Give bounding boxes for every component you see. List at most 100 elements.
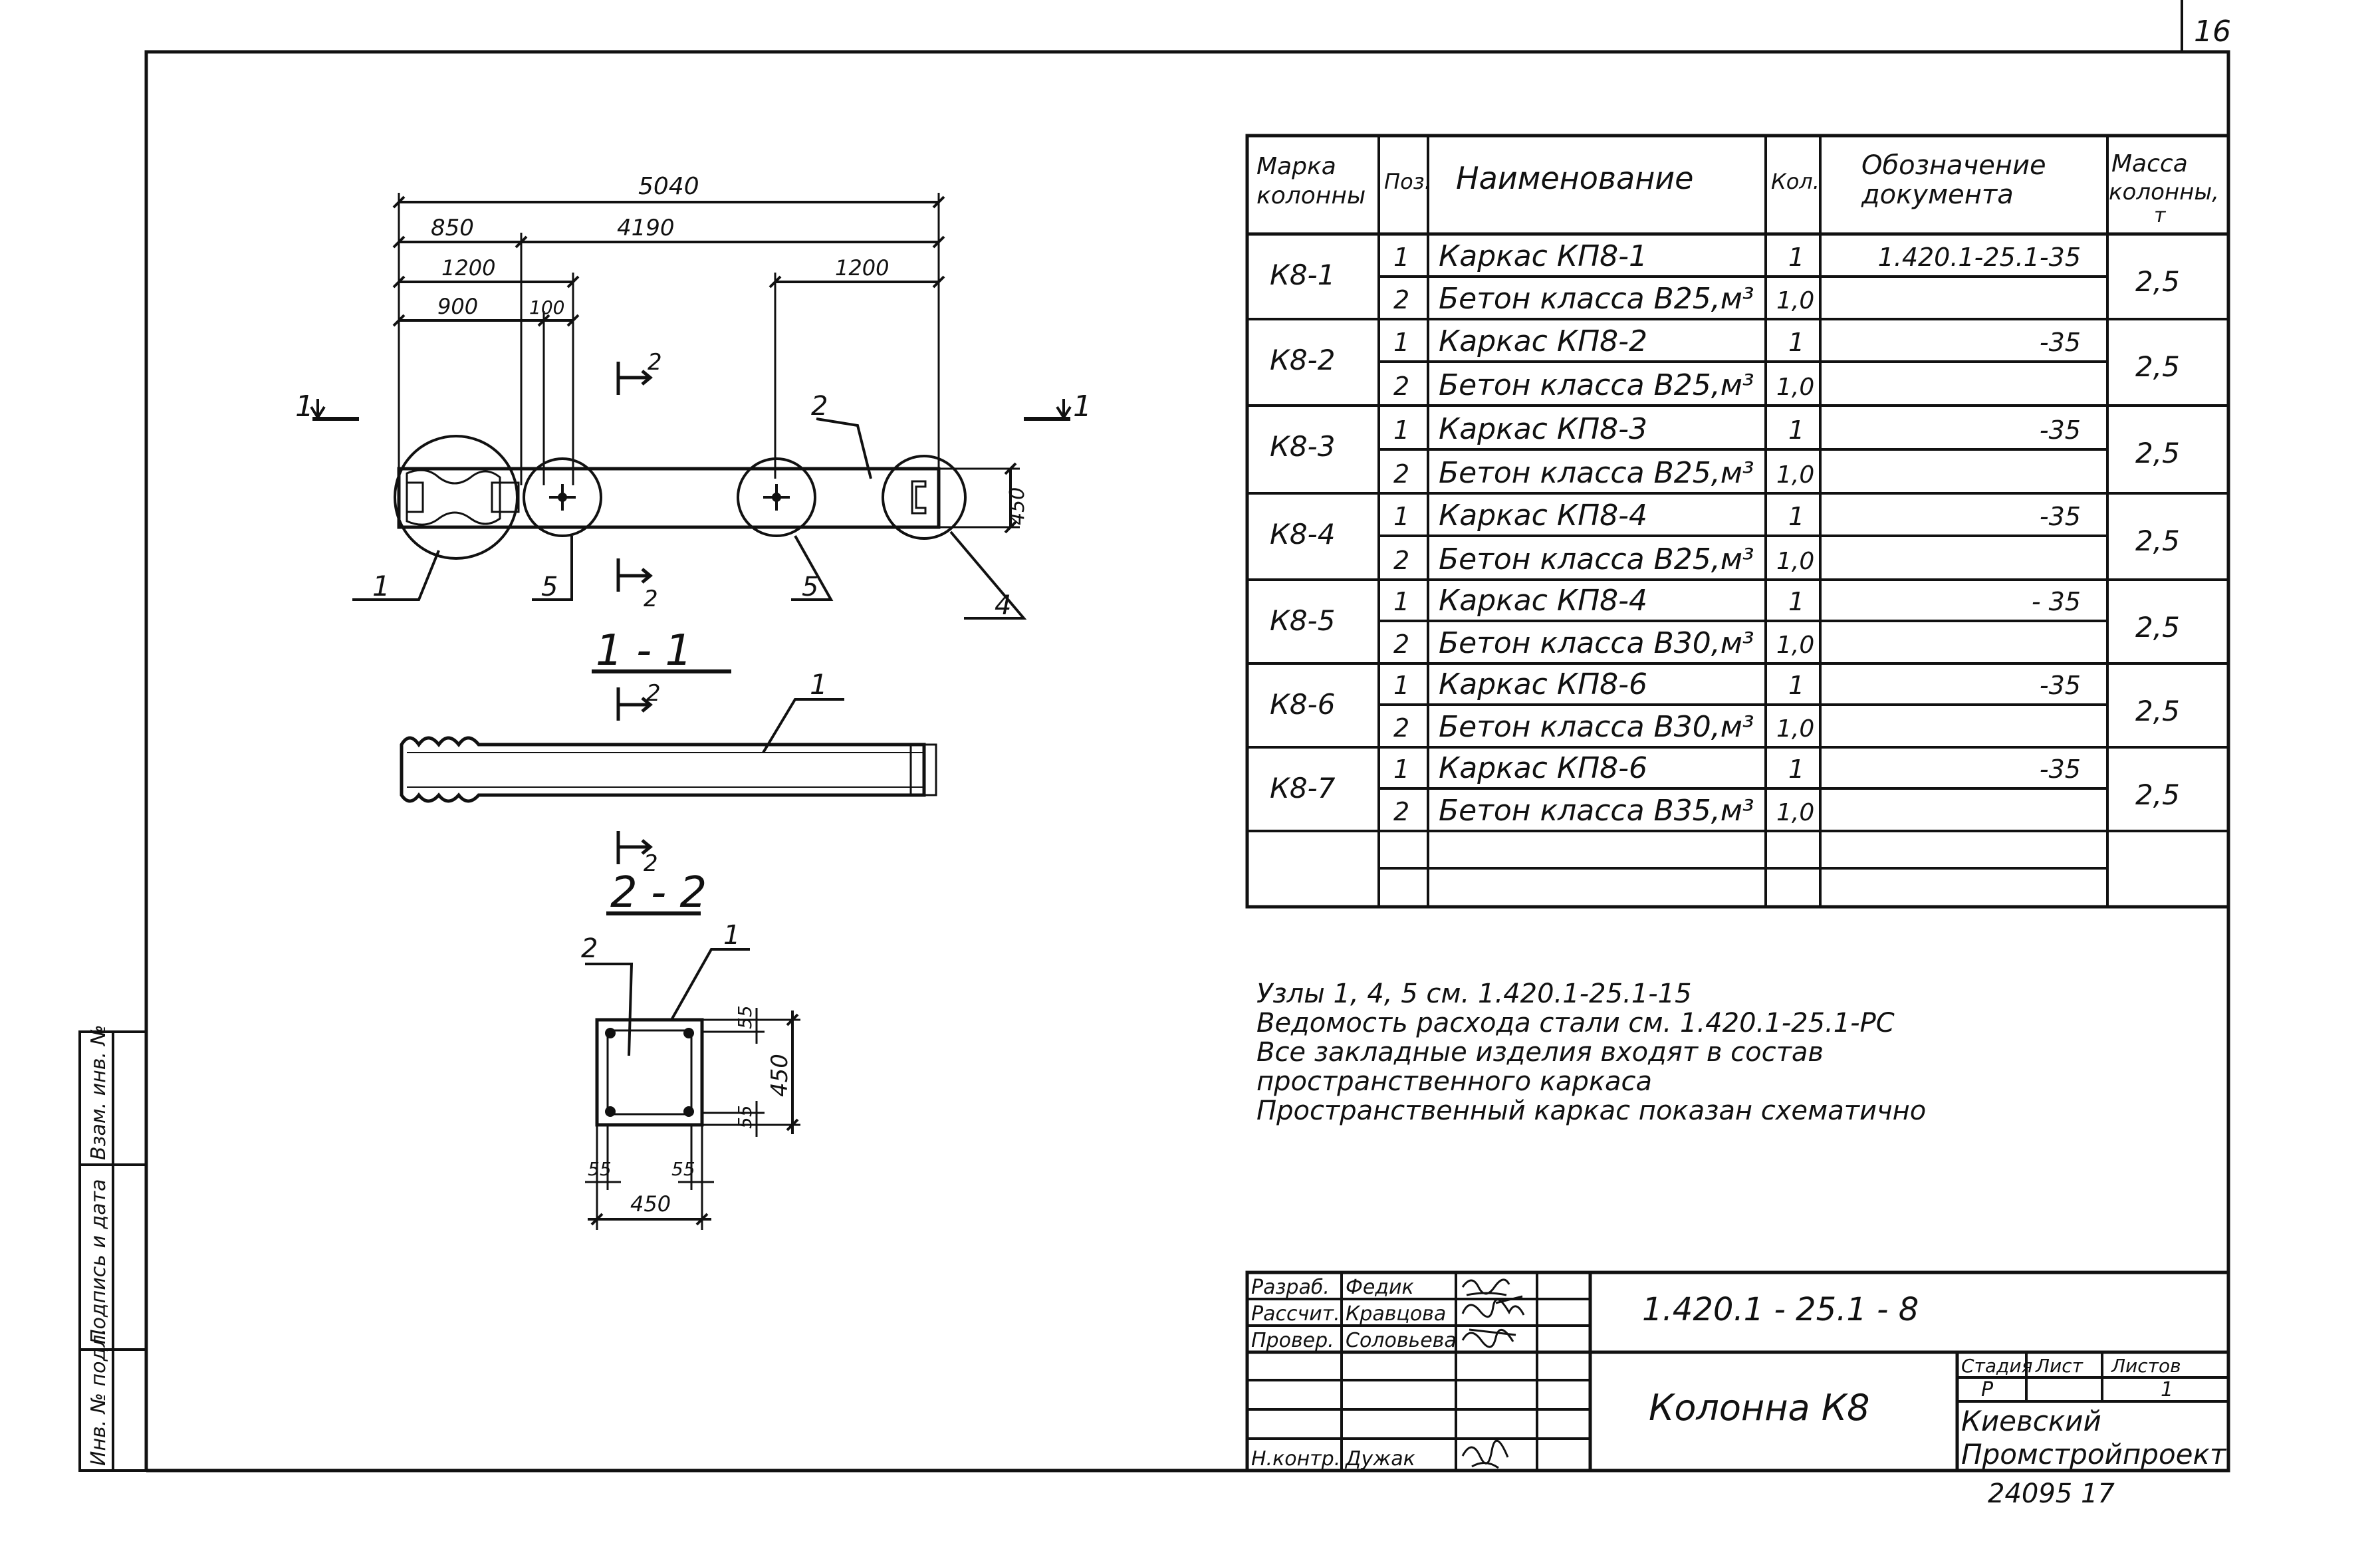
leader-5b: 5: [802, 572, 818, 602]
row-name: Бетон класса В25,м³: [1439, 542, 1754, 576]
note-line: Пространственный каркас показан схематич…: [1256, 1096, 1926, 1126]
dim-4190: 4190: [617, 215, 675, 241]
row-name: Каркас КП8-4: [1439, 499, 1647, 533]
svg-text:Марка: Марка: [1256, 153, 1336, 180]
section-1-1-title: 1 - 1: [596, 626, 692, 675]
leader-4: 4: [995, 590, 1011, 621]
drawing-title: Колонна К8: [1649, 1387, 1870, 1429]
section-mark-left: 1: [295, 390, 314, 423]
leader-1: 1: [372, 570, 390, 602]
title-block-grid: [1245, 1270, 2230, 1473]
row-qty: 1,0: [1776, 715, 1814, 743]
row-qty: 1,0: [1776, 374, 1814, 401]
svg-text:2: 2: [581, 933, 598, 964]
section-1-1-leader-1: 1: [810, 668, 828, 701]
row-name: Бетон класса В30,м³: [1439, 710, 1754, 744]
note-line: Все закладные изделия входят в состав: [1256, 1037, 1824, 1068]
row-mass: 2,5: [2135, 778, 2180, 811]
row-pos: 1: [1393, 328, 1409, 357]
svg-text:колонны: колонны: [1256, 182, 1366, 209]
svg-text:55: 55: [671, 1158, 695, 1180]
section-2-top: 2: [648, 349, 662, 376]
row-qty: 1: [1788, 416, 1804, 445]
row-mass: 2,5: [2135, 525, 2180, 557]
row-qty: 1,0: [1776, 548, 1814, 575]
row-name: Бетон класса В35,м³: [1439, 794, 1754, 828]
tb-name: Федик: [1346, 1276, 1414, 1299]
row-name: Бетон класса В25,м³: [1439, 368, 1754, 402]
row-mass: 2,5: [2135, 695, 2180, 727]
svg-text:Кол.: Кол.: [1771, 169, 1820, 194]
section-mark-right: 1: [1073, 390, 1092, 423]
row-mark: К8-4: [1270, 518, 1335, 550]
tb-role: Разраб.: [1251, 1276, 1330, 1299]
svg-text:450: 450: [630, 1191, 671, 1217]
tb-role: Н.контр.: [1251, 1447, 1340, 1471]
org-line-2: Промстройпроект: [1961, 1438, 2227, 1471]
row-qty: 1: [1788, 243, 1804, 272]
row-doc: -35: [2040, 328, 2081, 357]
row-doc: - 35: [2032, 587, 2081, 616]
svg-text:т: т: [2154, 204, 2167, 227]
tb-name: Кравцова: [1346, 1302, 1446, 1326]
section-2-2-title: 2 - 2: [610, 868, 707, 917]
svg-text:Поз.: Поз.: [1384, 169, 1431, 194]
row-doc: -35: [2040, 671, 2081, 700]
row-name: Бетон класса В25,м³: [1439, 282, 1754, 316]
leader-2: 2: [811, 391, 828, 421]
row-pos: 1: [1393, 755, 1409, 784]
row-qty: 1,0: [1776, 632, 1814, 659]
title-block-signatures: Разраб.ФедикРассчит.КравцоваПровер.Солов…: [1251, 1276, 1457, 1471]
row-doc: -35: [2040, 755, 2081, 784]
sheet-number: 16: [2194, 15, 2231, 49]
svg-text:Масса: Масса: [2111, 150, 2188, 178]
spec-table-header: Марка колонны Поз. Наименование Кол. Обо…: [1256, 150, 2219, 227]
row-pos: 2: [1393, 797, 1409, 826]
note-line: Ведомость расхода стали см. 1.420.1-25.1…: [1256, 1008, 1895, 1038]
row-name: Каркас КП8-2: [1439, 324, 1647, 358]
side-stamp: [78, 1030, 148, 1472]
row-mass: 2,5: [2135, 437, 2180, 469]
stamp-replace-inv: Взам. инв. №: [87, 1024, 110, 1160]
row-qty: 1: [1788, 671, 1804, 700]
row-mark: К8-6: [1270, 688, 1335, 721]
section-1-1-mark-top: 2: [646, 680, 661, 707]
row-mark: К8-1: [1270, 259, 1335, 291]
note-line: Узлы 1, 4, 5 см. 1.420.1-25.1-15: [1256, 979, 1692, 1009]
row-pos: 1: [1393, 243, 1409, 272]
org-line-1: Киевский: [1961, 1405, 2101, 1437]
row-qty: 1: [1788, 502, 1804, 531]
dim-450: 450: [1006, 487, 1029, 525]
archive-number: 24095 17: [1988, 1479, 2115, 1509]
row-qty: 1,0: [1776, 287, 1814, 314]
row-pos: 1: [1393, 416, 1409, 445]
tb-name: Дужак: [1344, 1447, 1415, 1471]
section-2-2-text: 2 1 55 55 450 55 55 450: [581, 920, 793, 1217]
notes: Узлы 1, 4, 5 см. 1.420.1-25.1-15Ведомост…: [1256, 979, 1926, 1126]
row-pos: 2: [1393, 372, 1409, 401]
dim-5040: 5040: [638, 173, 699, 200]
stamp-sign-date: Подпись и дата: [87, 1179, 110, 1345]
svg-text:450: 450: [767, 1054, 793, 1097]
dim-1200a: 1200: [441, 255, 495, 281]
stage-value: Р: [1981, 1378, 1994, 1401]
stage-label: Стадия: [1961, 1355, 2032, 1377]
row-pos: 2: [1393, 713, 1409, 743]
sheets-label: Листов: [2111, 1355, 2181, 1377]
row-pos: 1: [1393, 587, 1409, 616]
sheet-label: Лист: [2035, 1355, 2083, 1377]
svg-text:55: 55: [588, 1158, 612, 1180]
row-mark: К8-3: [1270, 430, 1335, 463]
tb-role: Рассчит.: [1251, 1302, 1340, 1326]
column-elevation-text: 5040 850 4190 1200 1200 900 100 450 1 1 …: [295, 173, 1092, 621]
row-mark: К8-7: [1270, 772, 1336, 804]
column-elevation: [310, 193, 1072, 620]
leader-5a: 5: [541, 572, 558, 602]
sheets-value: 1: [2161, 1378, 2173, 1401]
row-pos: 2: [1393, 630, 1409, 659]
row-mark: К8-5: [1270, 604, 1335, 637]
row-name: Бетон класса В25,м³: [1439, 456, 1754, 490]
dim-900: 900: [437, 294, 478, 319]
row-mark: К8-2: [1270, 344, 1335, 376]
